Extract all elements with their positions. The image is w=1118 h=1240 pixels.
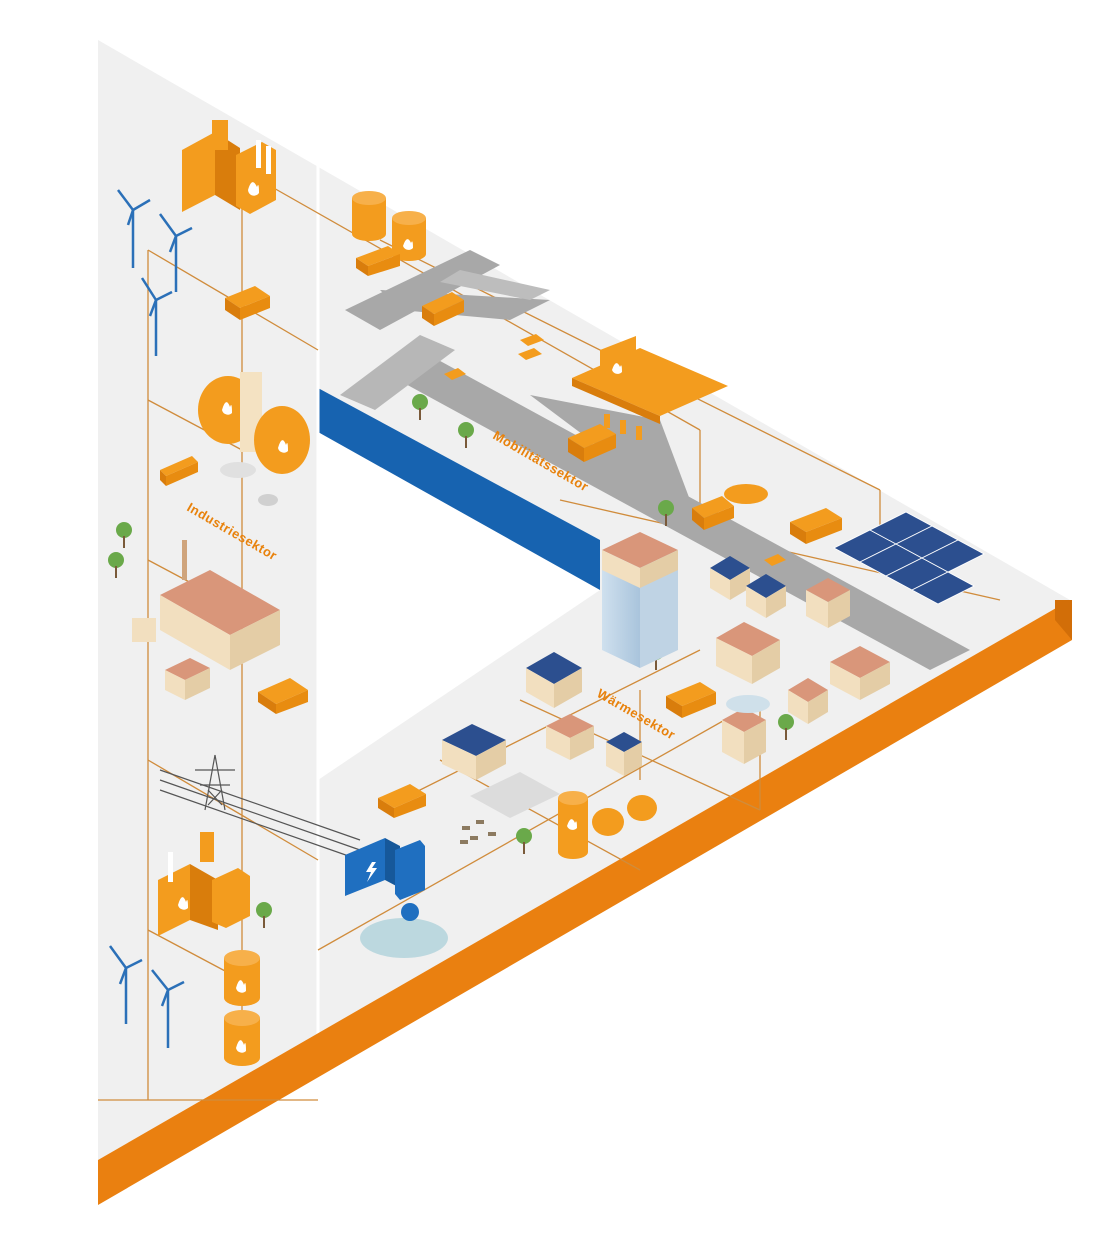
compressor-unit	[378, 784, 426, 818]
factory-icon	[182, 120, 276, 214]
wind-turbine-icon	[158, 213, 193, 292]
fountain	[726, 695, 770, 713]
wind-turbine-icon	[151, 969, 185, 1048]
compressor-unit	[666, 682, 716, 718]
house-icon	[716, 622, 780, 684]
house-icon	[722, 708, 766, 764]
orange-edge	[98, 600, 1072, 1205]
solar-panel-icon	[833, 511, 985, 605]
truck-icon	[356, 246, 400, 276]
bus-icon	[422, 292, 464, 326]
wind-turbines-bottom	[108, 945, 185, 1048]
bus-icon	[692, 496, 734, 530]
house-icon	[746, 574, 786, 618]
office-tower	[602, 532, 678, 668]
cng-tank	[724, 484, 768, 504]
compressor-unit	[225, 286, 270, 320]
wind-turbine-icon	[108, 945, 143, 1024]
tree-icon	[412, 394, 428, 420]
tree-icon	[458, 422, 474, 448]
gas-tank-icon	[224, 950, 260, 1006]
house-icon	[546, 714, 594, 760]
wind-turbine-icon	[140, 277, 173, 356]
biogas-dome	[592, 808, 624, 836]
gas-tank-icon	[392, 211, 426, 261]
tree-icon	[778, 714, 794, 740]
truck-icon	[258, 678, 308, 714]
truck-icon	[160, 456, 198, 486]
tree-icon	[516, 828, 532, 854]
road-branch-1	[345, 250, 500, 330]
house-icon	[442, 724, 506, 780]
tree-icon	[658, 500, 674, 526]
tree-icon	[116, 522, 132, 548]
wind-turbine-icon	[117, 189, 151, 268]
house-icon	[526, 652, 582, 708]
power-pylon-icon	[159, 754, 361, 861]
house-icon	[830, 646, 890, 700]
house-icon	[710, 556, 750, 600]
industrial-hall	[132, 540, 280, 700]
truck-icon	[568, 424, 616, 462]
tree-icon	[256, 902, 272, 928]
compressor-unit	[790, 508, 842, 544]
ground-hole-floor	[318, 390, 600, 780]
factory-icon	[158, 832, 250, 936]
gas-tank-icon	[352, 191, 386, 241]
road-branch-3	[340, 335, 455, 410]
car-icon	[444, 334, 544, 380]
farm-area	[460, 772, 657, 859]
gas-station-icon	[572, 336, 728, 440]
wind-turbines-top	[117, 189, 193, 356]
road-branch-2	[380, 290, 550, 320]
gas-tank-icon	[558, 791, 588, 859]
house-icon	[606, 732, 642, 776]
electrolyzer-icon	[345, 838, 448, 958]
gas-tank-icon	[224, 1010, 260, 1066]
houses	[442, 556, 890, 780]
road-branch-5	[440, 270, 550, 300]
orange-edge-top	[1055, 600, 1072, 640]
house-icon	[788, 678, 828, 724]
gas-storage-spheres	[198, 372, 310, 506]
car-icon	[764, 554, 786, 566]
base-platform	[98, 40, 1072, 1205]
tree-icon	[108, 552, 124, 578]
cow-icon	[460, 820, 496, 844]
house-icon	[806, 578, 850, 628]
biogas-dome	[627, 795, 657, 821]
blue-wall	[318, 388, 600, 590]
